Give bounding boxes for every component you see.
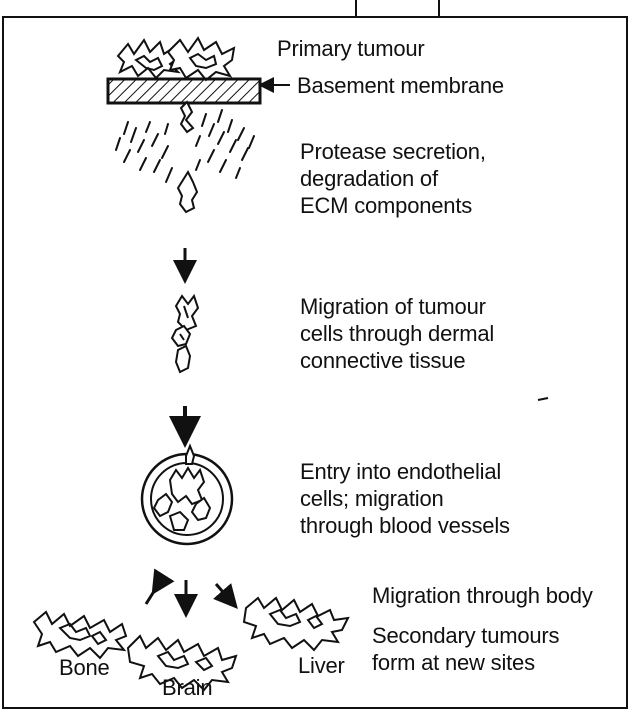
blood-vessel <box>142 446 232 544</box>
liver-tumour-cluster <box>244 598 348 650</box>
site-label-bone: Bone <box>59 655 110 681</box>
primary-tumour-cluster <box>118 38 234 80</box>
migrating-cells <box>172 296 198 372</box>
basement-membrane-bar <box>108 79 260 103</box>
site-label-brain: Brain <box>162 675 212 701</box>
site-label-liver: Liver <box>298 653 345 679</box>
label-entry-vessels: Entry into endothelial cells; migration … <box>300 458 510 539</box>
label-protease-secretion: Protease secretion, degradation of ECM c… <box>300 138 486 219</box>
dispersal-arrows <box>146 580 230 606</box>
label-basement-membrane: Basement membrane <box>297 72 504 99</box>
invading-cell <box>181 102 193 132</box>
ecm-cell <box>178 172 197 212</box>
bone-tumour-cluster <box>34 612 126 658</box>
label-primary-tumour: Primary tumour <box>277 35 425 62</box>
label-secondary-tumours: Secondary tumours form at new sites <box>372 622 559 676</box>
stray-mark <box>538 398 548 400</box>
label-migration-body: Migration through body <box>372 582 593 609</box>
label-migration-tissue: Migration of tumour cells through dermal… <box>300 293 494 374</box>
